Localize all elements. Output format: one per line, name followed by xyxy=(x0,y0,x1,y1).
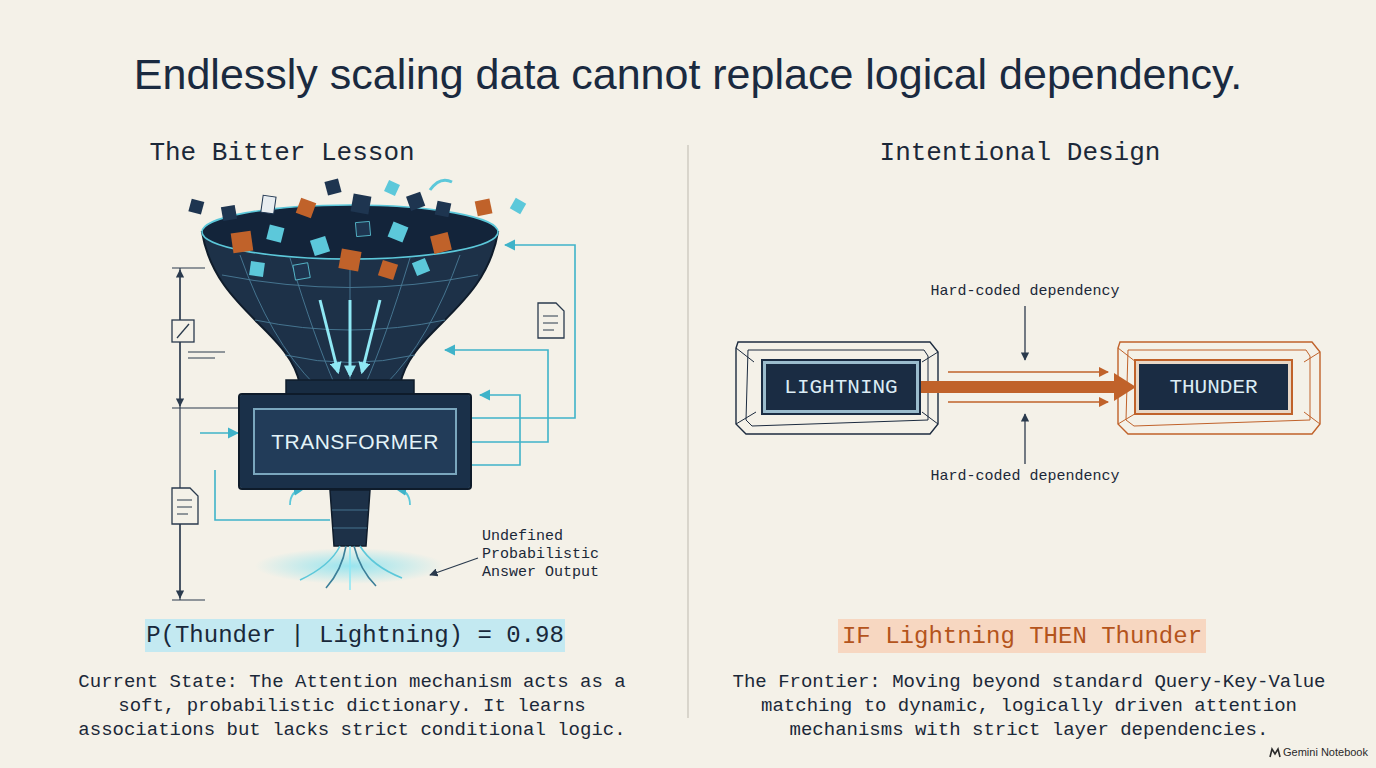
data-cube xyxy=(249,261,265,277)
dimension-arrow xyxy=(179,340,180,406)
node-text: IF Lightning THEN Thunder xyxy=(842,623,1202,650)
node-text: P(Thunder | Lightning) = 0.98 xyxy=(146,622,564,649)
note-line xyxy=(188,352,225,353)
data-cube xyxy=(388,222,409,243)
node-frame xyxy=(1118,342,1320,434)
annotation-text: Hard-coded dependency xyxy=(895,283,1155,301)
page-title: Endlessly scaling data cannot replace lo… xyxy=(0,46,1376,102)
flow-line xyxy=(395,488,410,505)
data-cube xyxy=(221,205,237,221)
data-cube xyxy=(310,236,330,256)
data-fragment xyxy=(430,180,452,190)
data-cube xyxy=(510,198,526,214)
section-heading: Intentional Design xyxy=(820,137,1220,169)
document-line xyxy=(177,507,192,508)
data-cube xyxy=(384,180,400,196)
watermark-icon xyxy=(1270,749,1280,757)
document-line xyxy=(543,330,554,331)
node-text: LIGHTNING xyxy=(784,376,897,399)
document-icon xyxy=(172,488,198,524)
frame-corner xyxy=(736,348,938,424)
data-cube xyxy=(188,199,204,215)
node-frame xyxy=(736,342,938,434)
dependency-arrow xyxy=(919,381,1122,393)
callout-leader xyxy=(430,558,478,575)
output-drip xyxy=(300,546,340,580)
document-line xyxy=(543,323,558,324)
funnel-grid xyxy=(290,258,335,385)
data-cube xyxy=(475,198,493,216)
node-text: THUNDER xyxy=(1169,376,1257,399)
guide-arrow xyxy=(948,371,1108,373)
document-line xyxy=(177,514,188,515)
callout-text: Undefined Probabilistic Answer Output xyxy=(482,528,617,582)
dimension-tick xyxy=(172,599,205,600)
nozzle-grid xyxy=(332,510,368,511)
note-line xyxy=(188,358,215,359)
data-cube xyxy=(231,231,254,254)
funnel-grid xyxy=(385,255,460,385)
data-cube xyxy=(406,192,425,211)
funnel-flange xyxy=(286,380,414,394)
output-drip xyxy=(326,546,346,588)
frame-corner xyxy=(1118,348,1320,424)
data-cube xyxy=(355,221,370,236)
document-icon xyxy=(538,303,564,338)
model-block: TRANSFORMER xyxy=(238,393,472,490)
feedback-line xyxy=(472,245,575,418)
flow-line xyxy=(200,432,238,434)
rule-highlight: IF Lightning THEN Thunder xyxy=(838,619,1206,653)
pointer-arrow xyxy=(1024,414,1025,464)
data-cube xyxy=(430,232,452,254)
guide-arrow xyxy=(948,401,1108,403)
document-line xyxy=(177,500,192,501)
output-drip xyxy=(349,546,351,590)
formula-highlight: P(Thunder | Lightning) = 0.98 xyxy=(145,619,565,652)
section-caption: The Frontier: Moving beyond standard Que… xyxy=(723,670,1335,742)
data-cube xyxy=(378,260,398,280)
concept-box: LIGHTNING xyxy=(763,361,919,413)
output-drip xyxy=(360,546,402,578)
node-text: TRANSFORMER xyxy=(271,430,439,454)
node-frame xyxy=(746,350,928,426)
data-cube xyxy=(435,201,452,218)
data-cube xyxy=(324,178,341,195)
section-heading: The Bitter Lesson xyxy=(82,137,482,169)
annotation-text: Hard-coded dependency xyxy=(895,468,1155,486)
nozzle-grid xyxy=(333,528,367,529)
data-cube xyxy=(266,225,284,243)
funnel-body xyxy=(202,232,498,385)
section-caption: Current State: The Attention mechanism a… xyxy=(62,670,642,742)
flow-arrow xyxy=(320,300,338,372)
output-nozzle xyxy=(330,490,370,546)
dimension-tick xyxy=(172,267,205,268)
pointer-arrow xyxy=(1024,306,1025,360)
data-cube xyxy=(412,258,430,276)
feedback-line xyxy=(472,395,520,465)
concept-box: THUNDER xyxy=(1136,361,1291,413)
icon-mark xyxy=(177,324,189,338)
watermark: Gemini Notebook xyxy=(1283,745,1373,759)
data-cube xyxy=(338,248,361,271)
document-line xyxy=(543,316,558,317)
flow-arrow xyxy=(362,300,380,372)
node-frame xyxy=(1126,350,1310,426)
icon-box xyxy=(172,320,194,342)
flow-line xyxy=(290,488,305,505)
divider-line xyxy=(688,145,689,718)
data-cube xyxy=(296,198,317,219)
funnel-grid xyxy=(365,258,410,385)
funnel-grid xyxy=(350,258,351,385)
data-cube xyxy=(351,194,372,215)
dimension-tick xyxy=(172,407,238,408)
data-document xyxy=(261,195,276,214)
data-cube xyxy=(293,263,310,280)
flow-arrow xyxy=(349,300,352,375)
funnel-grid xyxy=(240,255,315,385)
dimension-line xyxy=(179,268,180,600)
